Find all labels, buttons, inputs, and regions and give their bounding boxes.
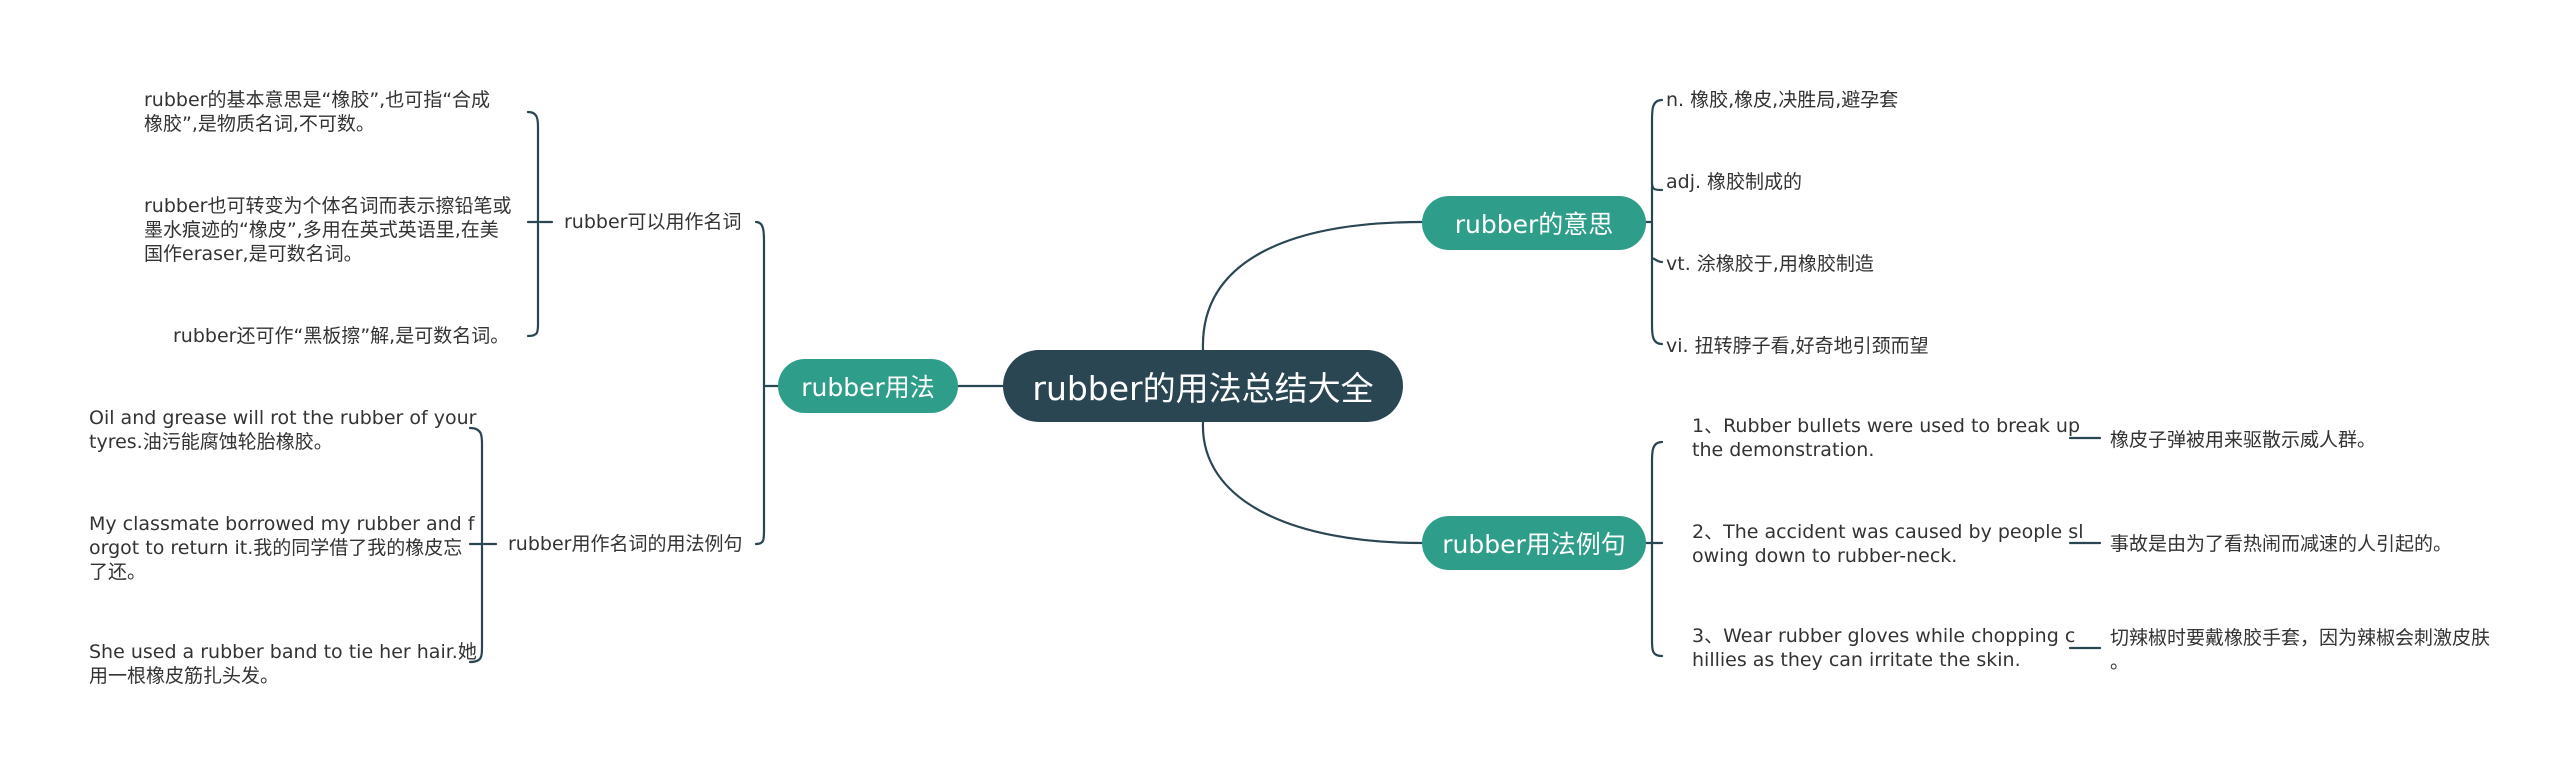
branch-examples[interactable]: rubber用法例句 — [1422, 516, 1646, 570]
noun-item-2-line-3: 国作eraser,是可数名词。 — [144, 243, 363, 265]
example-3-zh-line-1: 切辣椒时要戴橡胶手套，因为辣椒会刺激皮肤 — [2110, 627, 2491, 649]
noun-item-2-line-1: rubber也可转变为个体名词而表示擦铅笔或 — [144, 195, 512, 217]
noun-item-3-line-1: rubber还可作“黑板擦”解,是可数名词。 — [173, 325, 510, 347]
meaning-item-1: n. 橡胶,橡皮,决胜局,避孕套 — [1666, 89, 1899, 111]
sentence-item-3-line-2: 用一根橡皮筋扎头发。 — [89, 665, 280, 687]
link-sentence-bracket — [468, 426, 498, 664]
example-3-zh-line-2: 。 — [2110, 651, 2130, 673]
example-1-zh: 橡皮子弹被用来驱散示威人群。 — [2110, 429, 2377, 451]
example-1-en-line-1: 1、Rubber bullets were used to break up — [1692, 415, 2081, 437]
example-2-en-line-2: owing down to rubber-neck. — [1692, 545, 1958, 567]
link-noun-bracket — [526, 110, 554, 338]
example-2-zh: 事故是由为了看热闹而减速的人引起的。 — [2110, 533, 2453, 555]
noun-item-1-line-2: 橡胶”,是物质名词,不可数。 — [144, 113, 375, 135]
link-meaning-leaves — [1644, 98, 1664, 346]
branch-meaning[interactable]: rubber的意思 — [1422, 196, 1646, 250]
sentence-item-2-line-3: 了还。 — [89, 561, 147, 583]
meaning-item-4: vi. 扭转脖子看,好奇地引颈而望 — [1666, 335, 1929, 357]
link-usage-subs — [754, 220, 780, 546]
meaning-item-3: vt. 涂橡胶于,用橡胶制造 — [1666, 253, 1874, 275]
link-central-meaning — [1201, 220, 1424, 352]
sentence-item-2-line-2: orgot to return it.我的同学借了我的橡皮忘 — [89, 537, 463, 559]
meaning-item-2: adj. 橡胶制成的 — [1666, 171, 1803, 193]
sub-branch-sentences[interactable]: rubber用作名词的用法例句 — [508, 533, 743, 555]
sentence-item-1-line-1: Oil and grease will rot the rubber of yo… — [89, 407, 477, 429]
central-topic[interactable]: rubber的用法总结大全 — [1003, 350, 1403, 422]
sentence-item-1-line-2: tyres.油污能腐蚀轮胎橡胶。 — [89, 431, 333, 453]
noun-item-2-line-2: 墨水痕迹的“橡皮”,多用在英式英语里,在美 — [144, 219, 499, 241]
sentence-item-3-line-1: She used a rubber band to tie her hair.她 — [89, 641, 477, 663]
example-3-en-line-1: 3、Wear rubber gloves while chopping c — [1692, 625, 2076, 647]
example-3-en-line-2: hillies as they can irritate the skin. — [1692, 649, 2021, 671]
example-2-en-line-1: 2、The accident was caused by people sl — [1692, 521, 2084, 543]
link-central-examples — [1201, 420, 1424, 545]
sub-branch-noun[interactable]: rubber可以用作名词 — [564, 211, 742, 233]
sentence-item-2-line-1: My classmate borrowed my rubber and f — [89, 513, 475, 535]
link-examples-leaves — [1644, 440, 1664, 658]
branch-usage[interactable]: rubber用法 — [778, 359, 958, 413]
example-1-en-line-2: the demonstration. — [1692, 439, 1875, 461]
noun-item-1-line-1: rubber的基本意思是“橡胶”,也可指“合成 — [144, 89, 491, 111]
